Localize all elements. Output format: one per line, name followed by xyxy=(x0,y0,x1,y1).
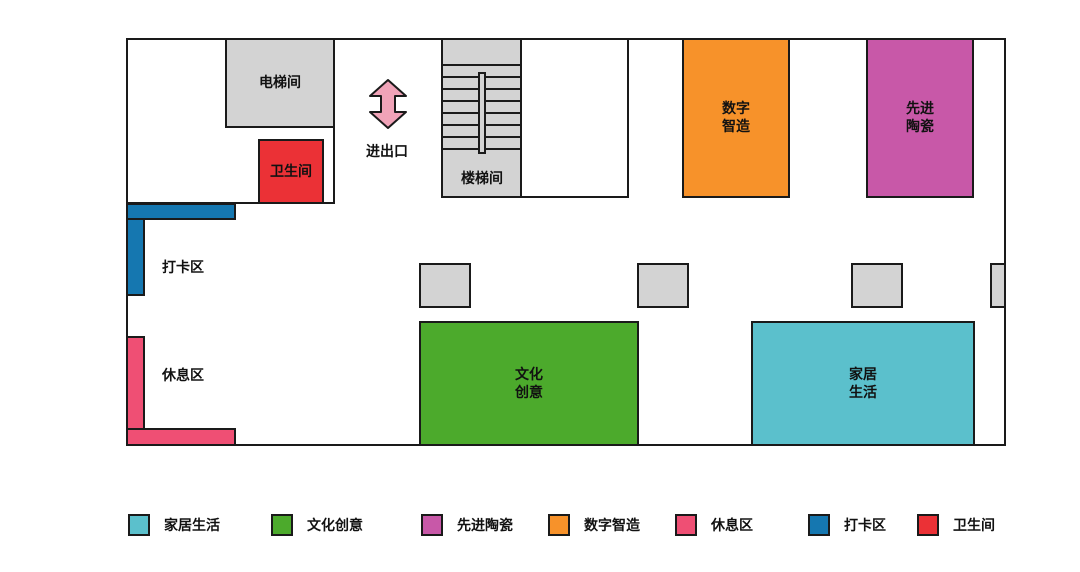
legend-item-digital-manufacturing: 数字智造 xyxy=(548,512,640,538)
pillar-1 xyxy=(419,263,471,308)
legend-item-home-living: 家居生活 xyxy=(128,512,220,538)
legend-label: 文化创意 xyxy=(307,518,363,534)
legend-swatch xyxy=(271,514,293,536)
digital-manufacturing-zone: 数字 智造 xyxy=(682,38,790,198)
legend-label: 打卡区 xyxy=(844,518,886,534)
legend-item-rest-area: 休息区 xyxy=(675,512,753,538)
checkin-area-label: 打卡区 xyxy=(162,260,204,276)
checkin-area-bar-vertical xyxy=(126,218,145,296)
pillar-3 xyxy=(851,263,903,308)
rest-area-bar-horizontal xyxy=(126,428,236,446)
checkin-area-bar-horizontal xyxy=(126,203,236,220)
digital-manufacturing-label: 数字 智造 xyxy=(722,101,750,135)
legend-swatch xyxy=(917,514,939,536)
pillar-4 xyxy=(990,263,1006,308)
legend-label: 休息区 xyxy=(711,518,753,534)
advanced-ceramics-zone: 先进 陶瓷 xyxy=(866,38,974,198)
legend-item-advanced-ceramics: 先进陶瓷 xyxy=(421,512,513,538)
pillar-2 xyxy=(637,263,689,308)
home-living-label: 家居 生活 xyxy=(849,366,877,401)
restroom-room: 卫生间 xyxy=(258,139,324,204)
entrance-label: 进出口 xyxy=(366,144,408,160)
legend-swatch xyxy=(675,514,697,536)
legend-swatch xyxy=(421,514,443,536)
restroom-room-label: 卫生间 xyxy=(270,163,312,180)
cultural-creative-zone: 文化 创意 xyxy=(419,321,639,446)
legend-swatch xyxy=(808,514,830,536)
legend-swatch xyxy=(548,514,570,536)
legend-label: 数字智造 xyxy=(584,518,640,534)
legend-label: 卫生间 xyxy=(953,518,995,534)
legend-item-cultural-creative: 文化创意 xyxy=(271,512,363,538)
stairwell-label: 楼梯间 xyxy=(461,171,503,187)
legend-item-restroom: 卫生间 xyxy=(917,512,995,538)
elevator-room: 电梯间 xyxy=(225,38,335,128)
rest-area-label: 休息区 xyxy=(162,368,204,384)
elevator-room-label: 电梯间 xyxy=(259,75,301,91)
home-living-zone: 家居 生活 xyxy=(751,321,975,446)
legend-label: 先进陶瓷 xyxy=(457,518,513,534)
stairs-steps-icon xyxy=(443,64,520,160)
legend-swatch xyxy=(128,514,150,536)
entrance-arrow-icon xyxy=(369,79,407,129)
legend-item-checkin-area: 打卡区 xyxy=(808,512,886,538)
advanced-ceramics-label: 先进 陶瓷 xyxy=(906,101,934,135)
rest-area-bar-vertical xyxy=(126,336,145,432)
cultural-creative-label: 文化 创意 xyxy=(515,366,543,401)
legend-label: 家居生活 xyxy=(164,518,220,534)
